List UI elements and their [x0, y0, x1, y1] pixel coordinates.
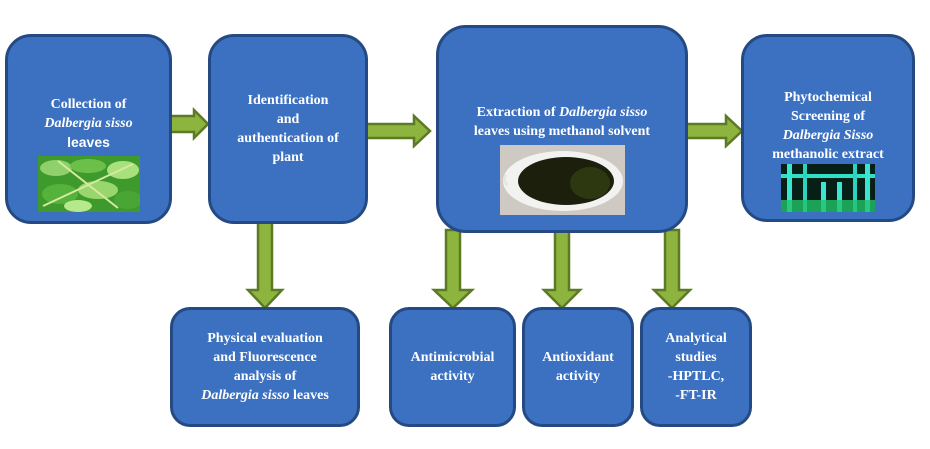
step-extraction: Extraction of Dalbergia sisso leaves usi…	[436, 25, 688, 233]
step-collection: Collection of Dalbergia sisso leaves	[5, 34, 172, 224]
step-identification: Identification and authentication of pla…	[208, 34, 368, 224]
collection-title-line1: Collection of	[50, 96, 127, 112]
physical-line3: analysis of	[233, 369, 297, 384]
arrow-collection-to-identification	[167, 106, 210, 142]
extraction-line2: leaves using methanol solvent	[473, 124, 651, 139]
analytical-line1: Analytical	[665, 331, 727, 346]
arrow-extraction-to-analytical	[650, 228, 694, 310]
arrow-extraction-to-phytochemical	[677, 113, 744, 149]
phytochemical-line1: Phytochemical	[784, 90, 872, 105]
analytical-line4: -FT-IR	[675, 388, 717, 403]
identification-line4: plant	[272, 150, 304, 165]
step-phytochemical: Phytochemical Screening of Dalbergia Sis…	[741, 34, 915, 222]
physical-line2: and Fluorescence	[213, 350, 317, 365]
extract-dish-photo	[499, 145, 625, 215]
identification-line1: Identification	[247, 93, 329, 108]
antioxidant-line1: Antioxidant	[542, 350, 614, 365]
extraction-line1: Extraction of Dalbergia sisso	[476, 105, 648, 120]
antimicrobial-line1: Antimicrobial	[410, 350, 495, 365]
phytochemical-line4: methanolic extract	[772, 147, 884, 162]
antimicrobial-line2: activity	[430, 369, 475, 384]
physical-line1: Physical evaluation	[207, 331, 323, 346]
analytical-line3: -HPTLC,	[667, 369, 725, 384]
phytochemical-species-name: Dalbergia Sisso	[782, 128, 874, 143]
physical-species-name: Dalbergia sisso	[201, 388, 290, 403]
extraction-species-name: Dalbergia sisso	[559, 105, 648, 120]
collection-title-line3: leaves	[67, 133, 110, 150]
identification-line3: authentication of	[237, 131, 339, 146]
step-physical-evaluation: Physical evaluation and Fluorescence ana…	[170, 307, 360, 427]
collection-species-name: Dalbergia sisso	[44, 115, 133, 131]
test-tubes-photo	[781, 164, 875, 212]
step-antioxidant: Antioxidant activity	[522, 307, 634, 427]
arrow-identification-to-extraction	[364, 113, 432, 149]
leaves-photo	[37, 155, 140, 212]
arrow-identification-to-physical	[245, 219, 285, 310]
phytochemical-line2: Screening of	[790, 109, 865, 124]
analytical-line2: studies	[675, 350, 717, 365]
arrow-extraction-to-antimicrobial	[430, 228, 476, 310]
arrow-extraction-to-antioxidant	[540, 228, 584, 310]
identification-line2: and	[276, 112, 300, 127]
step-analytical-studies: Analytical studies -HPTLC, -FT-IR	[640, 307, 752, 427]
step-antimicrobial: Antimicrobial activity	[389, 307, 516, 427]
antioxidant-line2: activity	[555, 369, 601, 384]
